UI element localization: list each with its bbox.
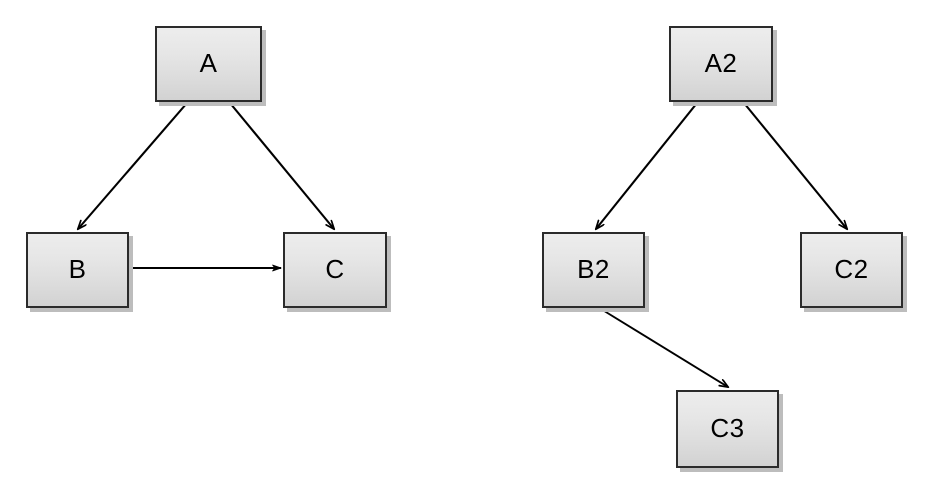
edge-B2-to-C3 (600, 308, 728, 387)
node-B2-label: B2 (577, 254, 610, 284)
node-A2[interactable]: A2 (669, 26, 773, 102)
node-C2-label: C2 (834, 254, 869, 284)
node-C3-label: C3 (710, 413, 745, 443)
edge-A-to-B (78, 102, 188, 229)
node-B-label: B (68, 254, 87, 284)
node-A2-label: A2 (704, 48, 738, 78)
node-B2[interactable]: B2 (542, 232, 645, 308)
node-B[interactable]: B (26, 232, 129, 308)
edge-A2-to-C2 (743, 102, 847, 229)
node-C-label: C (325, 254, 345, 284)
node-A-label: A (199, 48, 218, 78)
edge-A2-to-B2 (596, 102, 698, 229)
node-C[interactable]: C (283, 232, 387, 308)
node-A[interactable]: A (155, 26, 262, 102)
edge-A-to-C (229, 102, 334, 229)
node-C3[interactable]: C3 (676, 390, 779, 468)
node-C2[interactable]: C2 (800, 232, 903, 308)
